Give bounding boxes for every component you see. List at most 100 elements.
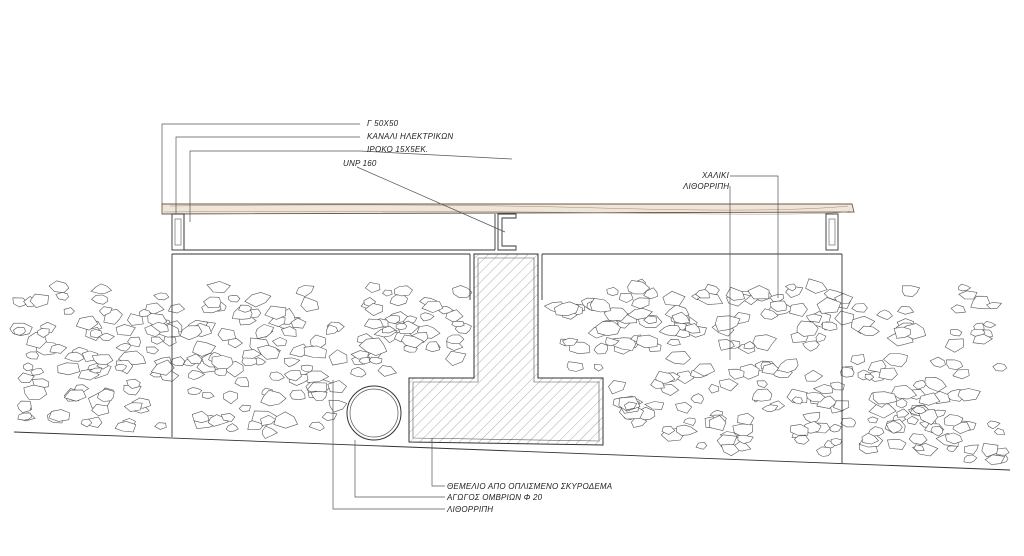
rubble-stone	[150, 336, 164, 345]
rubble-stone	[850, 315, 876, 334]
rubble-stone	[17, 372, 35, 383]
rubble-stone	[225, 423, 239, 433]
rubble-stone	[55, 291, 69, 301]
rubble-stone	[908, 433, 928, 445]
rubble-stone	[63, 307, 75, 315]
rubble-stone	[805, 313, 823, 323]
rubble-stone	[708, 383, 720, 394]
rubble-stone	[290, 317, 307, 329]
rubble-stone	[605, 337, 620, 347]
rubble-stone	[234, 377, 249, 388]
rubble-stone	[872, 391, 898, 405]
rubble-stone	[789, 302, 808, 317]
rubble-stone	[790, 424, 809, 436]
rubble-stone	[946, 359, 964, 370]
rubble-stone	[805, 278, 828, 294]
rubble-stone	[684, 323, 701, 334]
rubble-stone	[867, 416, 879, 424]
rubble-stone	[63, 389, 87, 402]
rubble-stone	[930, 425, 943, 437]
rubble-stone	[25, 351, 39, 360]
rubble-stone	[876, 309, 893, 321]
rubble-stone	[618, 292, 634, 303]
rubble-stone	[793, 435, 810, 445]
rubble-stone	[695, 441, 708, 450]
label-storm-pipe: ΑΓΩΓΟΣ ΟΜΒΡΙΩΝ Φ 20	[446, 493, 543, 502]
rubble-stone	[993, 428, 1006, 435]
rubble-stone	[114, 421, 137, 433]
label-unp: UNP 160	[343, 159, 377, 168]
rubble-stone	[752, 334, 777, 352]
rubble-stone	[326, 324, 339, 335]
rubble-stone	[91, 354, 114, 366]
rubble-stone	[761, 404, 779, 413]
rubble-stone	[945, 432, 963, 445]
rubble-stone	[840, 417, 856, 428]
rubble-stone	[301, 364, 313, 373]
rubble-stone	[802, 340, 820, 352]
rubble-stone	[420, 312, 435, 322]
rubble-stone	[308, 421, 325, 431]
rubble-stone	[850, 354, 866, 366]
rubble-stone	[970, 295, 992, 309]
rubble-stone	[201, 392, 215, 400]
rubble-stone	[167, 303, 186, 314]
rubble-stone	[90, 283, 113, 294]
rubble-stone	[834, 310, 854, 326]
rubble-stone	[115, 324, 136, 336]
rubble-stone	[737, 412, 755, 426]
rubble-stone	[364, 282, 381, 293]
rubble-stone	[981, 442, 999, 458]
rubble-stone	[48, 409, 70, 422]
rubble-stone	[906, 415, 919, 425]
rubble-stone	[695, 289, 710, 299]
rubble-stone	[867, 426, 885, 437]
rubble-stone	[718, 339, 735, 351]
rubble-stones	[9, 278, 1010, 465]
rubble-stone	[751, 388, 773, 402]
rubble-stone	[126, 378, 141, 389]
rubble-stone	[192, 340, 217, 357]
deck-subframe	[171, 213, 839, 251]
rubble-stone	[203, 296, 222, 309]
rubble-stone	[675, 329, 690, 339]
rubble-stone	[57, 362, 81, 376]
rubble-stone	[897, 306, 915, 315]
rubble-stone	[30, 368, 45, 376]
label-rubble-bottom: ΛΙΘΟΡΡΙΠΗ	[446, 505, 493, 514]
rubble-stone	[364, 303, 384, 316]
rubble-stone	[255, 324, 275, 339]
rubble-stone	[891, 384, 917, 400]
rubble-stone	[261, 425, 278, 439]
rubble-stone	[946, 445, 958, 452]
rubble-stone	[650, 379, 665, 389]
rubble-stone	[760, 308, 779, 320]
rubble-stone	[982, 321, 997, 328]
label-foundation: ΘΕΜΕΛΙΟ ΑΠΟ ΟΠΛΙΣΜΕΝΟ ΣΚΥΡΟΔΕΜΑ	[447, 482, 612, 491]
rubble-stone	[992, 362, 1008, 372]
label-gravel: ΧΑΛΙΚΙ	[701, 171, 730, 180]
rubble-stone	[244, 291, 272, 308]
rubble-stone	[187, 370, 206, 380]
rubble-stone	[675, 401, 693, 414]
rubble-stone	[594, 363, 604, 372]
rubble-stone	[179, 325, 203, 341]
rubble-stone	[816, 297, 842, 314]
rubble-stone	[957, 388, 981, 402]
rubble-stone	[708, 415, 727, 431]
rubble-stone	[280, 326, 297, 337]
ground-line	[13, 431, 1011, 471]
rubble-stone	[595, 321, 621, 337]
rubble-stone	[830, 381, 845, 391]
rubble-stone	[671, 311, 691, 325]
rubble-stone	[829, 423, 842, 433]
rubble-stone	[812, 384, 834, 395]
rubble-stone	[644, 401, 665, 410]
rubble-stone	[796, 320, 819, 337]
rubble-stone	[321, 412, 338, 421]
rubble-stone	[48, 280, 70, 294]
rubble-stone	[260, 389, 287, 407]
rubble-stone	[627, 280, 651, 295]
rubble-stone	[631, 297, 650, 310]
